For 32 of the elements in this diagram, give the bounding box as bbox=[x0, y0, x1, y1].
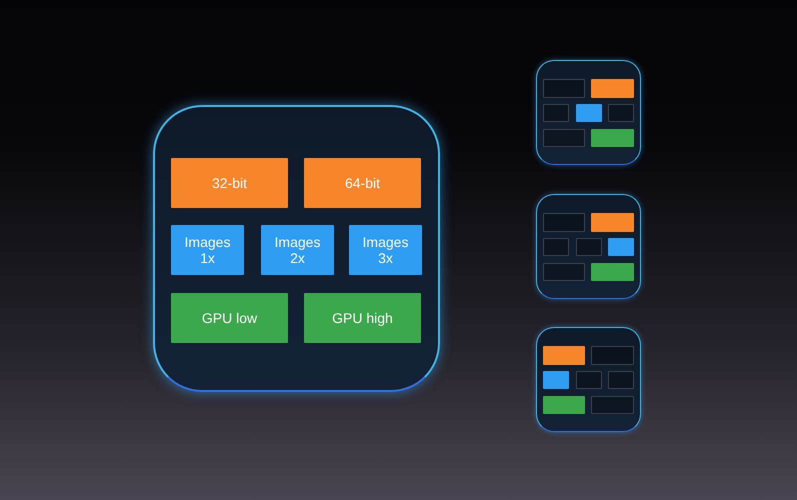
filled-slot bbox=[591, 128, 634, 148]
filled-slot bbox=[542, 396, 586, 414]
resource-block: GPU high bbox=[304, 293, 421, 343]
empty-slot bbox=[542, 262, 586, 282]
resource-block: 32-bit bbox=[171, 158, 288, 208]
empty-slot bbox=[542, 128, 586, 148]
empty-slot bbox=[542, 104, 570, 122]
empty-slot bbox=[591, 396, 634, 414]
empty-slot bbox=[542, 213, 586, 232]
resource-block: GPU low bbox=[171, 293, 288, 343]
filled-slot bbox=[591, 213, 634, 232]
resource-block: 64-bit bbox=[304, 158, 421, 208]
empty-slot bbox=[542, 238, 570, 256]
empty-slot bbox=[608, 370, 634, 390]
resource-block: Images 1x bbox=[171, 225, 244, 275]
empty-slot bbox=[608, 104, 634, 122]
resource-block: Images 2x bbox=[261, 225, 334, 275]
empty-slot bbox=[576, 238, 602, 256]
app-icon bbox=[536, 60, 641, 165]
empty-slot bbox=[542, 79, 586, 98]
filled-slot bbox=[576, 104, 602, 122]
filled-slot bbox=[542, 370, 570, 390]
app-icon bbox=[153, 105, 440, 392]
app-icon bbox=[536, 327, 641, 432]
empty-slot bbox=[576, 370, 602, 390]
empty-slot bbox=[591, 346, 634, 365]
filled-slot bbox=[591, 262, 634, 282]
app-icon bbox=[536, 194, 641, 299]
filled-slot bbox=[591, 79, 634, 98]
resource-block: Images 3x bbox=[349, 225, 422, 275]
filled-slot bbox=[542, 346, 586, 365]
filled-slot bbox=[608, 238, 634, 256]
